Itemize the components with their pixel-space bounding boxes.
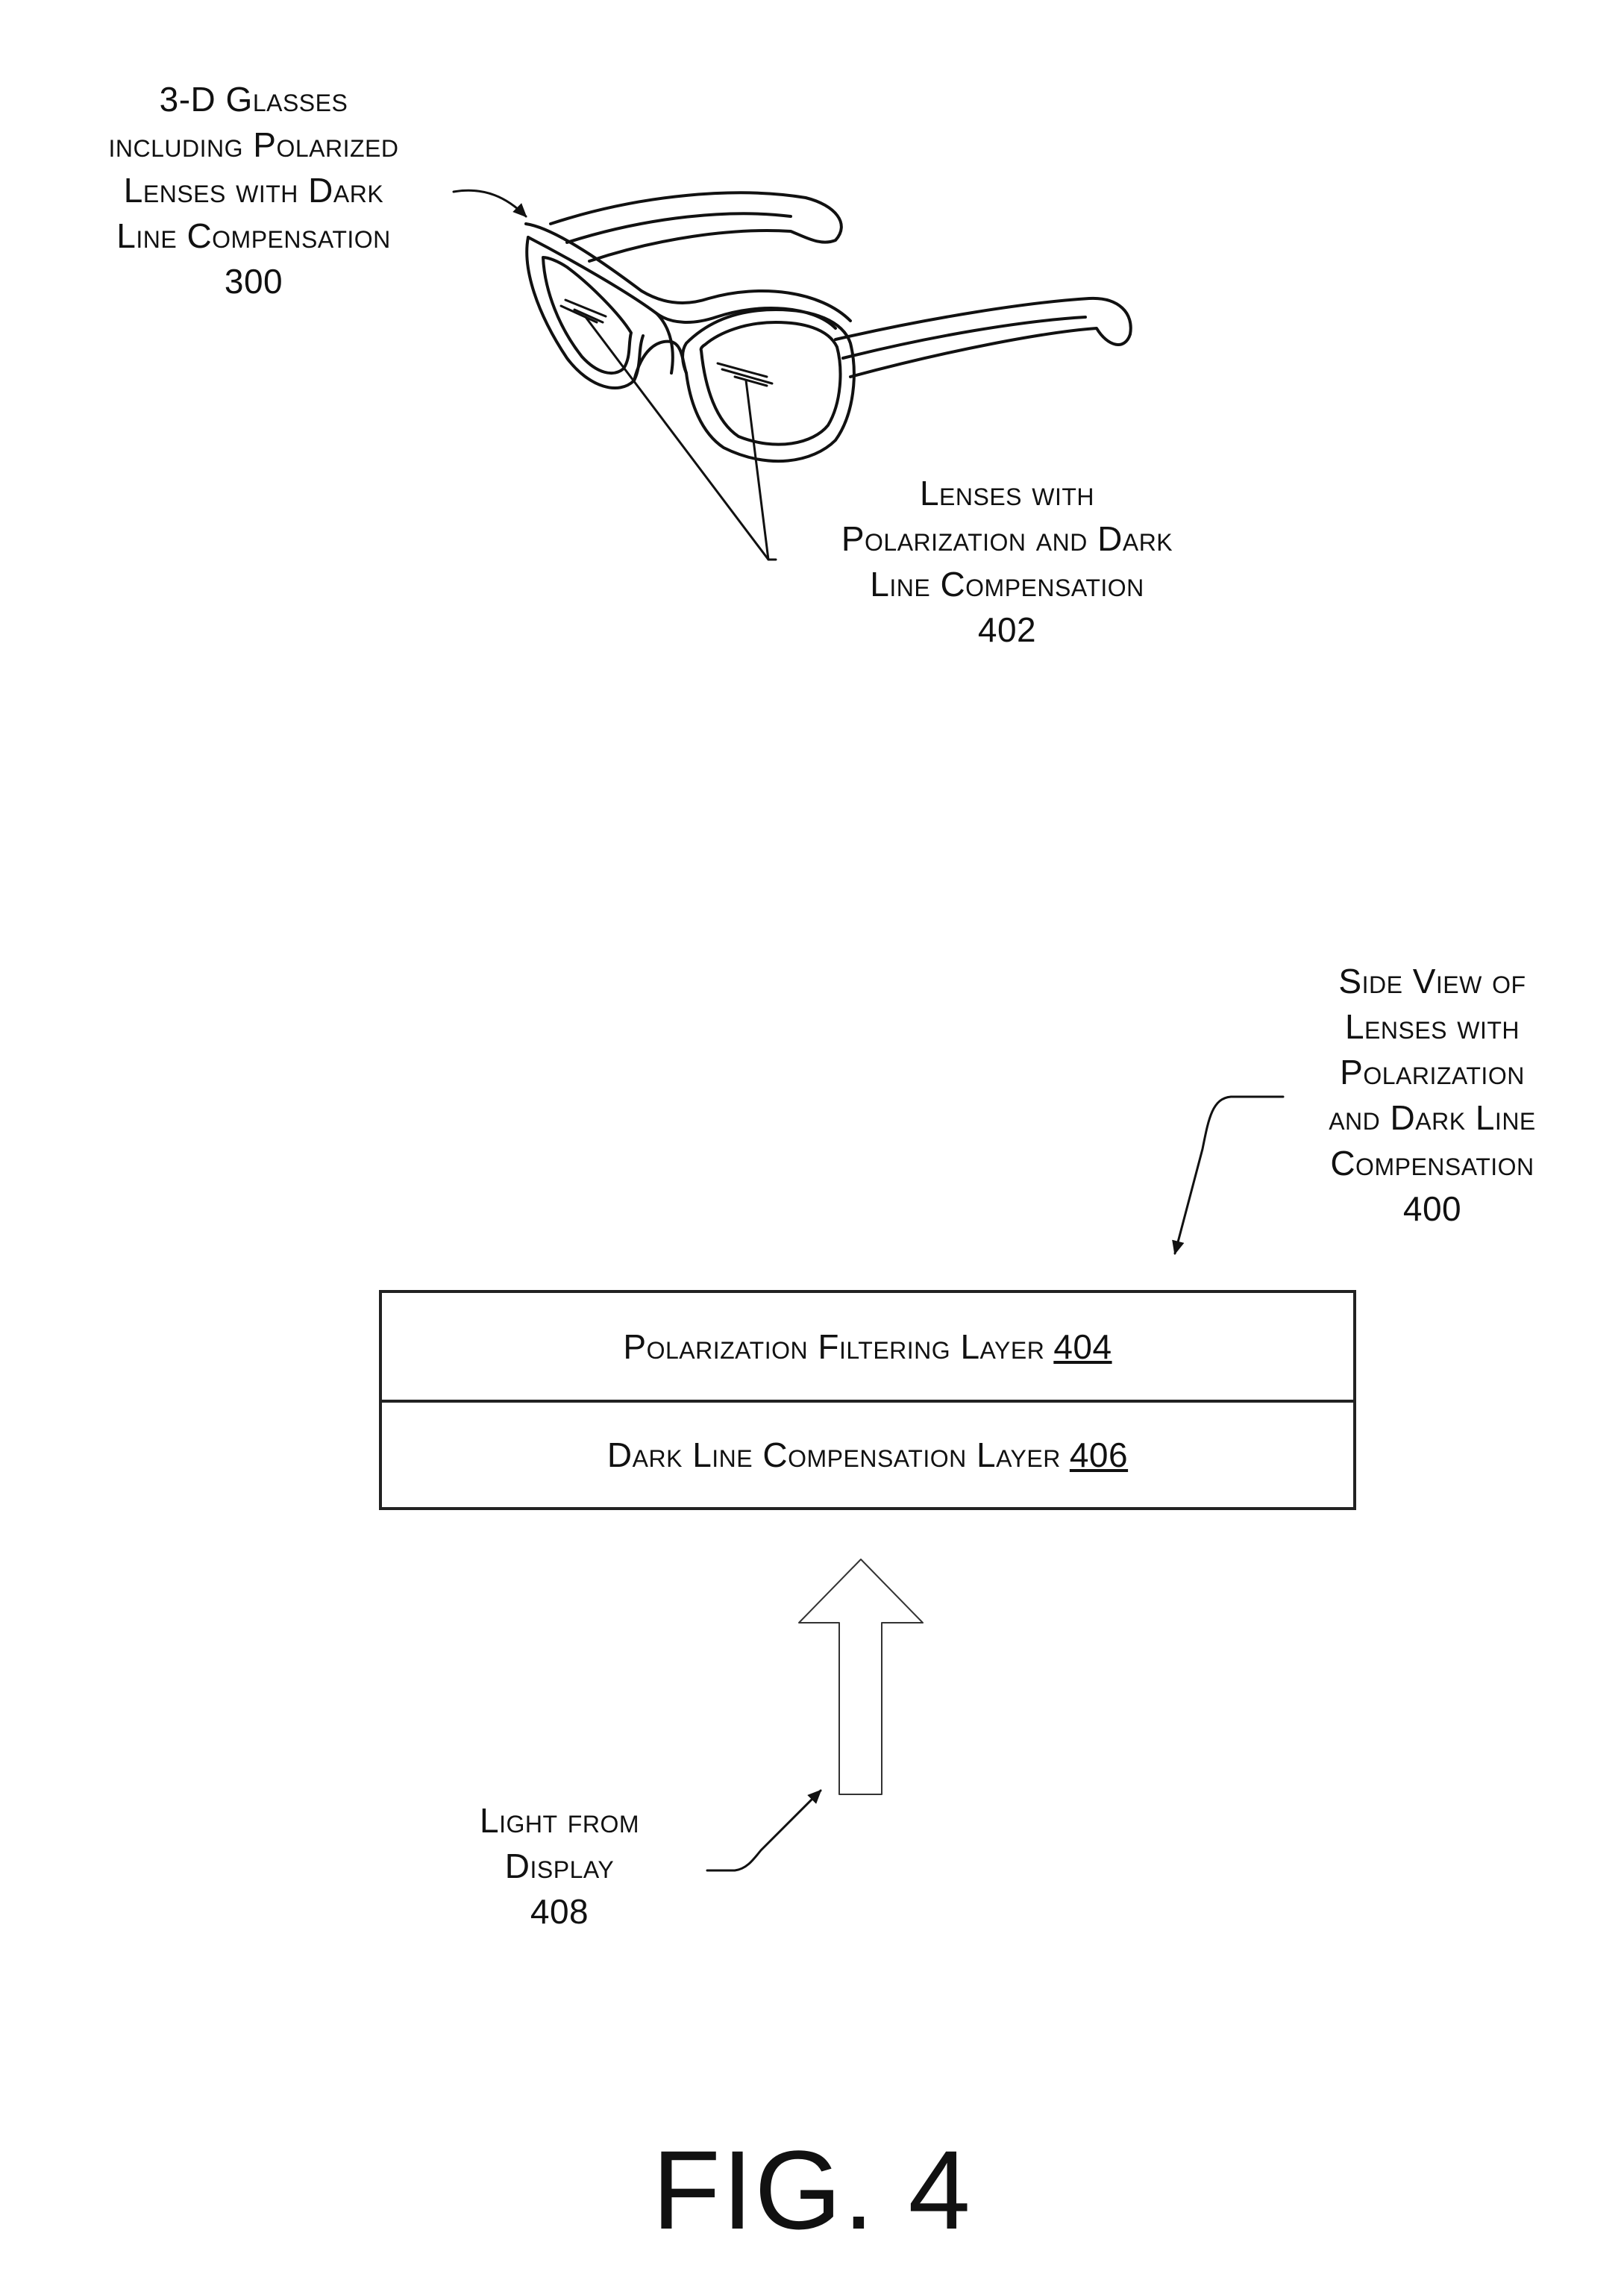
light-callout-line-1: Light from (418, 1798, 701, 1844)
glasses-callout-line-1: 3-D Glasses (75, 77, 433, 122)
side-view-callout-line-5: Compensation (1253, 1141, 1611, 1186)
side-view-callout: Side View of Lenses with Polarization an… (1253, 959, 1611, 1232)
dark-line-compensation-layer: Dark Line Compensation Layer 406 (379, 1402, 1356, 1510)
lenses-callout-line-2: Polarization and Dark (783, 516, 1231, 562)
side-view-ref-number: 400 (1253, 1186, 1611, 1232)
figure-label: FIG. 4 (0, 2130, 1624, 2249)
lenses-callout-line-3: Line Compensation (783, 562, 1231, 607)
dark-line-compensation-layer-label: Dark Line Compensation Layer (607, 1435, 1061, 1475)
glasses-callout-line-2: including Polarized (75, 122, 433, 168)
lenses-ref-number: 402 (783, 607, 1231, 653)
side-view-callout-line-2: Lenses with (1253, 1004, 1611, 1050)
light-callout: Light from Display 408 (418, 1798, 701, 1935)
glasses-callout: 3-D Glasses including Polarized Lenses w… (75, 77, 433, 304)
lenses-callout: Lenses with Polarization and Dark Line C… (783, 471, 1231, 653)
light-ref-number: 408 (418, 1889, 701, 1935)
glasses-callout-line-3: Lenses with Dark (75, 168, 433, 213)
light-leader-arrow (707, 1791, 821, 1870)
dark-line-compensation-layer-ref: 406 (1070, 1435, 1128, 1475)
polarization-filtering-layer-label: Polarization Filtering Layer (623, 1327, 1044, 1367)
light-callout-line-2: Display (418, 1844, 701, 1889)
glasses-ref-number: 300 (75, 259, 433, 304)
glasses-leader-arrow (454, 190, 526, 216)
side-view-callout-line-3: Polarization (1253, 1050, 1611, 1095)
polarization-filtering-layer-ref: 404 (1053, 1327, 1112, 1367)
lenses-callout-line-1: Lenses with (783, 471, 1231, 516)
side-view-callout-line-4: and Dark Line (1253, 1095, 1611, 1141)
polarization-filtering-layer: Polarization Filtering Layer 404 (379, 1290, 1356, 1402)
side-view-callout-line-1: Side View of (1253, 959, 1611, 1004)
light-up-arrow-icon (799, 1559, 923, 1794)
glasses-callout-line-4: Line Compensation (75, 213, 433, 259)
glasses-icon (526, 192, 1131, 461)
